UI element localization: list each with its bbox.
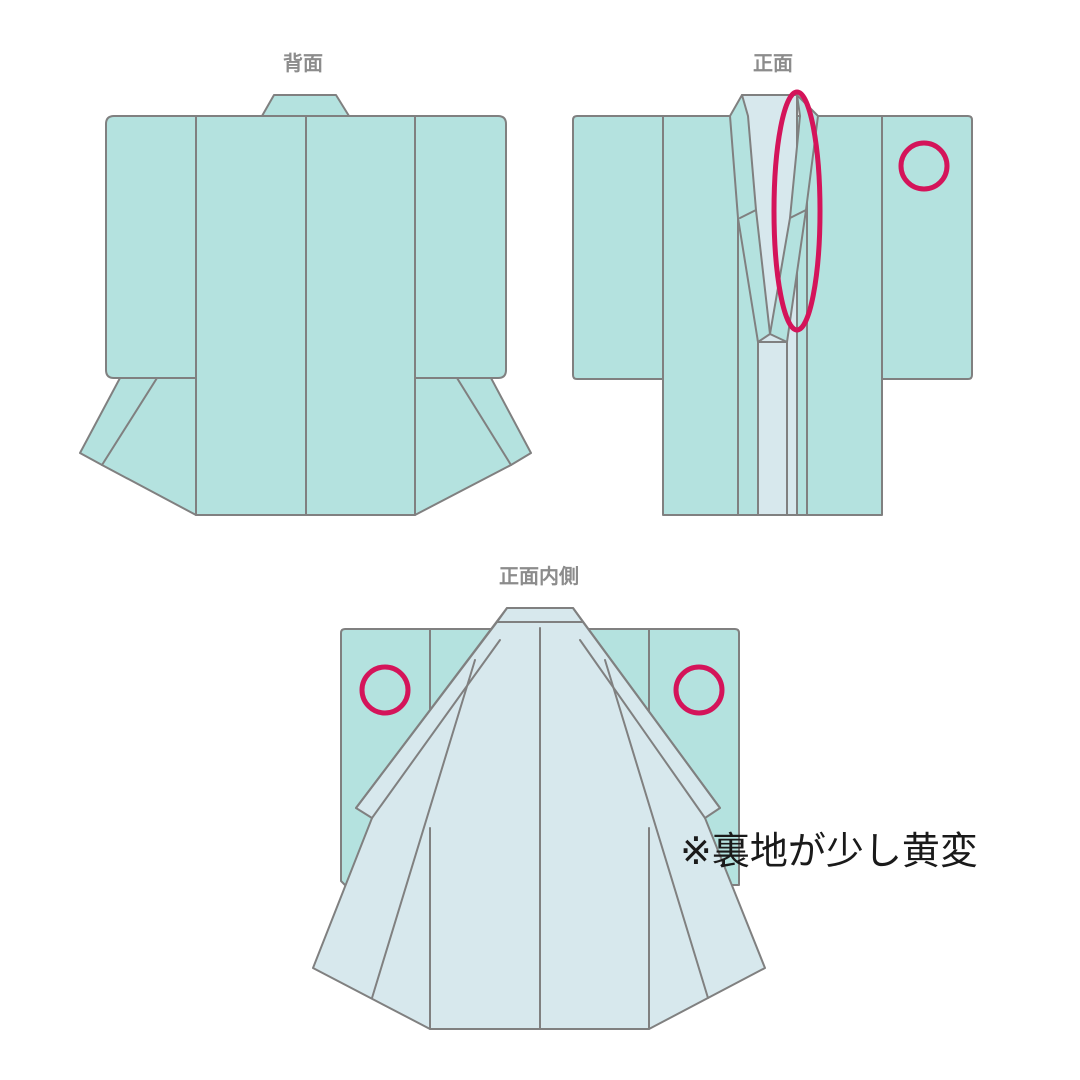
front-sleeve-marker bbox=[898, 140, 950, 192]
inside-view-label: 正面内側 bbox=[499, 564, 579, 588]
front-view-label: 正面 bbox=[753, 51, 793, 75]
front-collar-marker bbox=[771, 89, 823, 333]
front-view bbox=[572, 94, 973, 516]
back-right-flare bbox=[414, 377, 532, 516]
back-collar bbox=[261, 94, 350, 117]
back-left-flare bbox=[79, 377, 197, 516]
back-view-label: 背面 bbox=[283, 51, 323, 75]
front-left-collar bbox=[729, 94, 771, 343]
front-left-sleeve bbox=[572, 115, 664, 380]
inside-view bbox=[312, 607, 766, 1030]
front-right-sleeve bbox=[881, 115, 973, 380]
inside-left-marker bbox=[359, 664, 411, 716]
inside-right-marker bbox=[673, 664, 725, 716]
back-view bbox=[79, 94, 532, 516]
lining-yellowing-note: ※裏地が少し黄変 bbox=[680, 829, 978, 873]
